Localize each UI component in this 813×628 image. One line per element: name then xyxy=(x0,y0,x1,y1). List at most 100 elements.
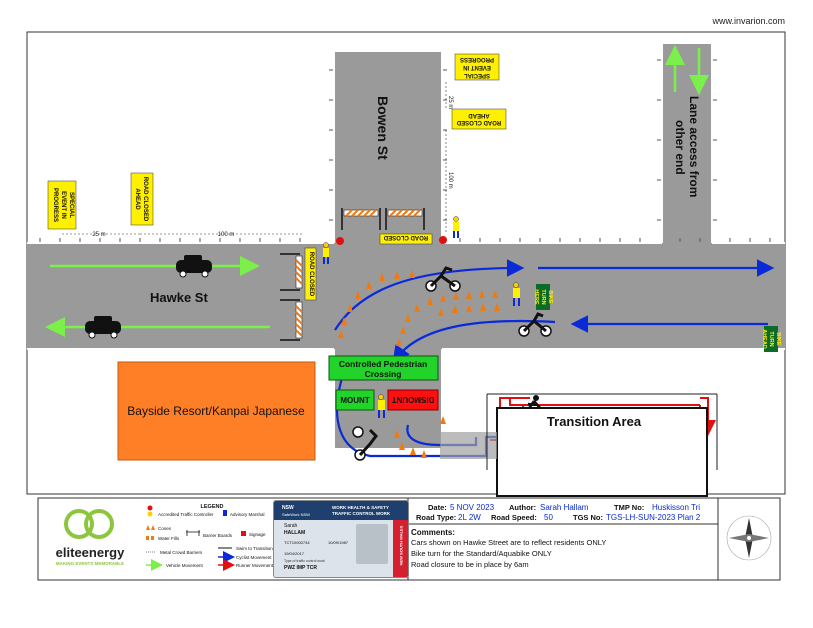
info-panel: Date: 5 NOV 2023 Author: Sarah Hallam TM… xyxy=(407,498,719,580)
bowen-barrier-boards xyxy=(341,208,425,230)
venue-label: Bayside Resort/Kanpai Japanese xyxy=(127,404,305,418)
legend-cones: Cones xyxy=(158,526,172,531)
traffic-cones xyxy=(338,270,500,458)
card-issuer: SafeWork NSW xyxy=(282,512,310,517)
legend-water-fills: Water Fills xyxy=(158,536,180,541)
special-event-sign-left: SPECIAL EVENT IN PROGRESS xyxy=(47,180,77,230)
svg-text:PROGRESS: PROGRESS xyxy=(52,188,58,222)
svg-text:ROAD CLOSED: ROAD CLOSED xyxy=(308,252,314,297)
mount-zone xyxy=(335,389,375,411)
lane-access-label-1: Lane access from xyxy=(687,96,701,197)
footpath-ticks xyxy=(39,238,771,242)
traffic-control-card: NSW SafeWork NSW WORK HEALTH & SAFETY TR… xyxy=(273,500,409,578)
date-value: 5 NOV 2023 xyxy=(450,503,495,512)
car-eastbound xyxy=(176,255,212,278)
date-label: Date: xyxy=(428,503,447,512)
kerb-lines xyxy=(27,44,785,448)
svg-text:HERE: HERE xyxy=(533,289,539,305)
legend-barrier-boards: Barrier Boards xyxy=(203,533,233,538)
card-number: TCT10000734 xyxy=(284,540,310,545)
legend-signage: Signage xyxy=(249,532,266,537)
website-label: www.invarion.com xyxy=(711,16,785,26)
distance-25m-left: 25 m xyxy=(92,232,105,238)
card-title-2: TRAFFIC CONTROL WORK xyxy=(332,511,391,516)
tgs-label: TGS No: xyxy=(573,513,603,522)
car-westbound xyxy=(85,316,121,339)
dismount-zone xyxy=(387,389,439,411)
card-header xyxy=(274,501,408,520)
hawke-street-label: Hawke St xyxy=(150,290,208,305)
road-type-label: Road Type: xyxy=(416,513,456,522)
cyclist-icon-1 xyxy=(425,266,461,292)
tgs-value: TGS-LH-SUN-2023 Plan 2 xyxy=(606,513,701,522)
road-speed-label: Road Speed: xyxy=(491,513,537,522)
comment-1: Cars shown on Hawke Street are to reflec… xyxy=(411,538,606,547)
svg-text:TURN: TURN xyxy=(768,331,774,346)
svg-text:EVENT IN: EVENT IN xyxy=(463,64,491,70)
traffic-controller-1 xyxy=(323,237,344,264)
svg-text:AHEAD: AHEAD xyxy=(134,188,140,210)
cyclist-icon-2 xyxy=(518,312,552,337)
legend-runner: Runner Movement xyxy=(236,563,274,568)
transition-area xyxy=(496,407,708,497)
traffic-controller-3 xyxy=(513,282,520,306)
road-closed-ahead-sign-top: ROAD CLOSED AHEAD xyxy=(451,108,507,130)
legend-controller: Accredited Traffic Controller xyxy=(158,512,214,517)
comment-2: Bike turn for the Standard/Aquabike ONLY xyxy=(411,549,552,558)
svg-text:BIKE: BIKE xyxy=(775,332,781,345)
legend-cyclist: Cyclist Movement xyxy=(236,555,272,560)
bike-turn-ahead-sign: BIKE TURN AHEAD xyxy=(761,326,781,352)
elite-energy-logo: eliteenergy MAKING EVENTS MEMORABLE xyxy=(56,509,125,566)
pedestrian-crossing-label-1: Controlled Pedestrian xyxy=(339,359,427,369)
special-event-sign-top: SPECIAL EVENT IN PROGRESS xyxy=(454,53,500,81)
card-holder-first: Sarah xyxy=(284,523,298,529)
svg-text:PROGRESS: PROGRESS xyxy=(460,56,494,62)
card-photo xyxy=(356,524,388,564)
crowd-barrier-transition xyxy=(486,393,718,470)
svg-text:SPECIAL: SPECIAL xyxy=(68,192,74,218)
traffic-controller-4 xyxy=(378,394,385,418)
card-class-label: Type of traffic control work xyxy=(284,559,325,563)
bowen-street-label: Bowen St xyxy=(375,96,391,160)
author-value: Sarah Hallam xyxy=(540,503,589,512)
pedestrian-crossing-label-2: Crossing xyxy=(365,369,402,379)
traffic-controller-2 xyxy=(439,216,459,244)
comment-3: Road closure to be in place by 6am xyxy=(411,560,529,569)
svg-text:ROAD CLOSED: ROAD CLOSED xyxy=(142,177,148,222)
road-speed-value: 50 xyxy=(544,513,553,522)
legend: LEGEND Accredited Traffic Controller Adv… xyxy=(146,504,274,571)
legend-crowd-barriers: Metal Crowd Barriers xyxy=(160,550,203,555)
card-side-text: NEW SOUTH WALES xyxy=(398,525,404,566)
road-type-value: 2L 2W xyxy=(458,513,481,522)
card-authority: NSW xyxy=(282,505,294,511)
cyclist-icon-3 xyxy=(352,426,378,461)
pedestrian-crossing-box xyxy=(328,355,439,381)
card-class-codes: PWZ IMP TCR xyxy=(284,565,317,571)
road-closed-ahead-sign-left: ROAD CLOSED AHEAD xyxy=(130,172,154,226)
distance-100m-left: 100 m xyxy=(218,232,235,238)
lane-access-label-2: other end xyxy=(673,120,687,175)
distance-markers: 25 m 100 m 25 m 100 m xyxy=(62,82,453,238)
venue-block xyxy=(117,361,316,461)
tmp-label: TMP No: xyxy=(614,503,644,512)
legend-swim: Swim to Transition xyxy=(236,546,273,551)
svg-text:ROAD CLOSED: ROAD CLOSED xyxy=(383,234,428,240)
card-date-issue: 19/04/2017 xyxy=(284,551,305,556)
dismount-label: DISMOUNT xyxy=(392,395,435,404)
hawke-barrier-boards xyxy=(280,253,303,341)
north-compass-icon xyxy=(726,515,772,561)
svg-text:EVENT IN: EVENT IN xyxy=(60,191,66,219)
mount-label: MOUNT xyxy=(340,396,369,405)
svg-text:AHEAD: AHEAD xyxy=(761,329,767,349)
comments-label: Comments: xyxy=(411,528,455,537)
road-closed-sign-hawke: ROAD CLOSED xyxy=(304,247,317,301)
distance-25m-top: 25 m xyxy=(447,96,453,109)
author-label: Author: xyxy=(509,503,536,512)
legend-vehicle: Vehicle Movement xyxy=(166,563,204,568)
svg-text:ROAD CLOSED: ROAD CLOSED xyxy=(456,119,501,125)
road-closed-sign-bowen: ROAD CLOSED xyxy=(379,233,433,245)
card-holder-last: HALLAM xyxy=(284,530,306,536)
svg-text:SPECIAL: SPECIAL xyxy=(464,72,490,78)
card-title-1: WORK HEALTH & SAFETY xyxy=(332,505,389,510)
